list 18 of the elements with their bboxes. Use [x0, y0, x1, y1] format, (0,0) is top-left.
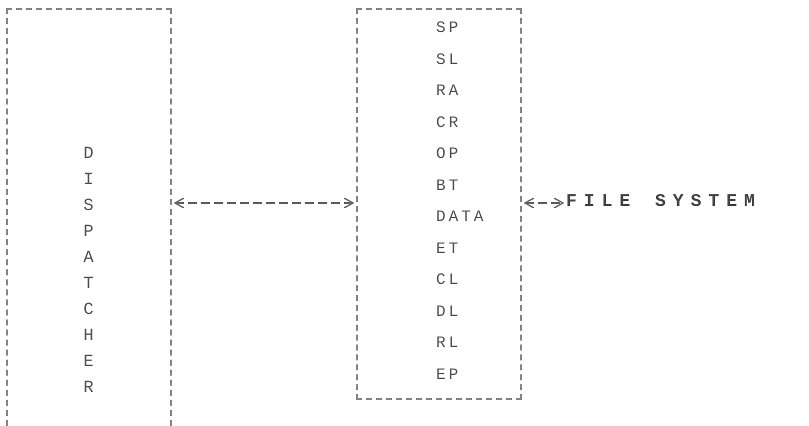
module-label: EP [436, 364, 462, 384]
process-box [356, 8, 522, 400]
module-label: SP [436, 18, 462, 38]
module-label: CR [436, 112, 462, 132]
module-label: RA [436, 81, 462, 101]
double-arrow [524, 197, 564, 209]
module-label: BT [436, 176, 462, 196]
module-label: RL [436, 333, 462, 353]
module-label: DATA [436, 207, 486, 227]
system-label: FILE SYSTEM [566, 190, 809, 216]
process-box [6, 8, 172, 426]
vertical-label: DISPATCHER [82, 144, 95, 400]
module-label: DL [436, 302, 462, 322]
module-label: ET [436, 238, 462, 258]
double-arrow [174, 197, 354, 209]
module-label: OP [436, 144, 462, 164]
module-label: SL [436, 50, 462, 70]
module-label: CL [436, 270, 462, 290]
